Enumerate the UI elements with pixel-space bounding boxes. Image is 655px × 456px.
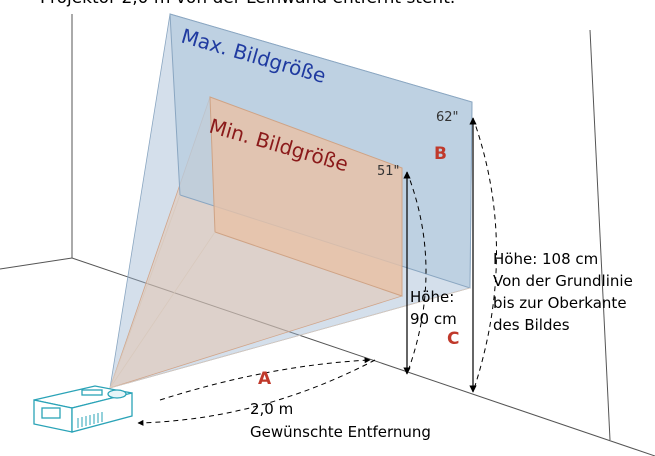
distance-arc-a-upper [159, 357, 371, 401]
floor-wall-line [71, 257, 655, 456]
distance-value: 2,0 m [250, 400, 293, 418]
max-height-line4: des Bildes [493, 316, 570, 334]
letter-c: C [447, 329, 459, 349]
letter-b: B [434, 144, 447, 164]
distance-label: Gewünschte Entfernung [250, 423, 431, 441]
min-height-line1: Höhe: [410, 288, 454, 306]
max-diagonal-value: 62" [436, 110, 459, 125]
min-height-line2: 90 cm [410, 310, 457, 328]
min-image-rect [209, 96, 403, 297]
letter-a: A [258, 369, 272, 389]
max-height-line2: Von der Grundlinie [493, 272, 633, 290]
projector [33, 385, 133, 433]
left-floor-line [0, 257, 73, 270]
caption: Projektor 2,0 m von der Leinwand entfern… [40, 0, 455, 8]
max-height-line3: bis zur Oberkante [493, 294, 627, 312]
min-diagonal-arc [406, 171, 427, 375]
distance-arc-a-lower [137, 359, 376, 426]
room-outline [0, 14, 655, 456]
max-diagonal-arc [472, 117, 497, 393]
min-diagonal-value: 51" [377, 164, 400, 179]
right-wall-line [589, 29, 611, 441]
max-height-line1: Höhe: 108 cm [493, 250, 598, 268]
